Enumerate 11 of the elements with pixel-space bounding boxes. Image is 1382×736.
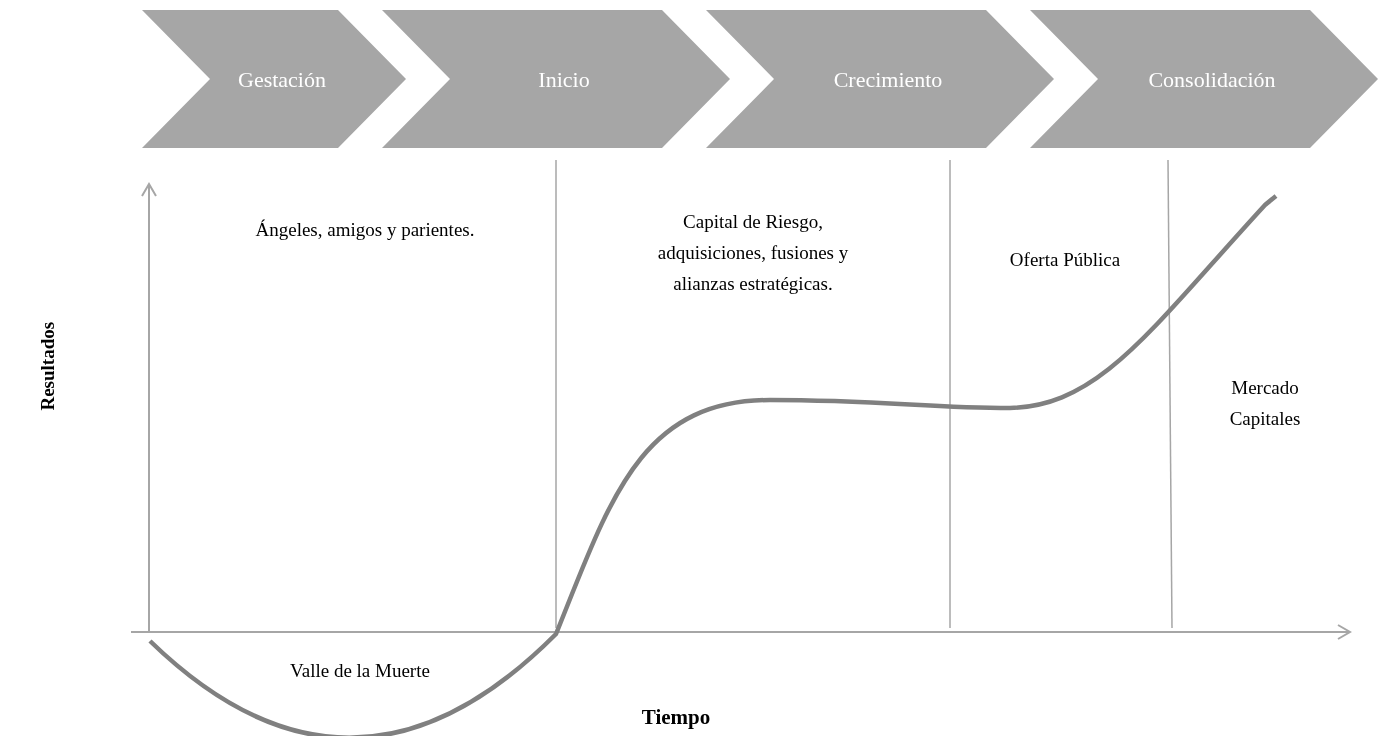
stage-label: Inicio <box>538 65 590 94</box>
stage-label: Consolidación <box>1148 65 1276 94</box>
axis-title: Tiempo <box>640 704 712 730</box>
axis-title: Resultados <box>35 320 59 413</box>
stage-note: Capital de Riesgo, adquisiciones, fusiones y alianzas estratégicas. <box>656 210 850 296</box>
stage-label: Crecimiento <box>833 65 943 94</box>
stage-note: Oferta Pública <box>1008 248 1122 272</box>
stage-note: Valle de la Muerte <box>289 659 431 683</box>
stage-note: Mercado Capitales <box>1228 376 1302 431</box>
stage-label: Gestación <box>238 65 326 94</box>
stage-note: Ángeles, amigos y parientes. <box>254 218 476 242</box>
